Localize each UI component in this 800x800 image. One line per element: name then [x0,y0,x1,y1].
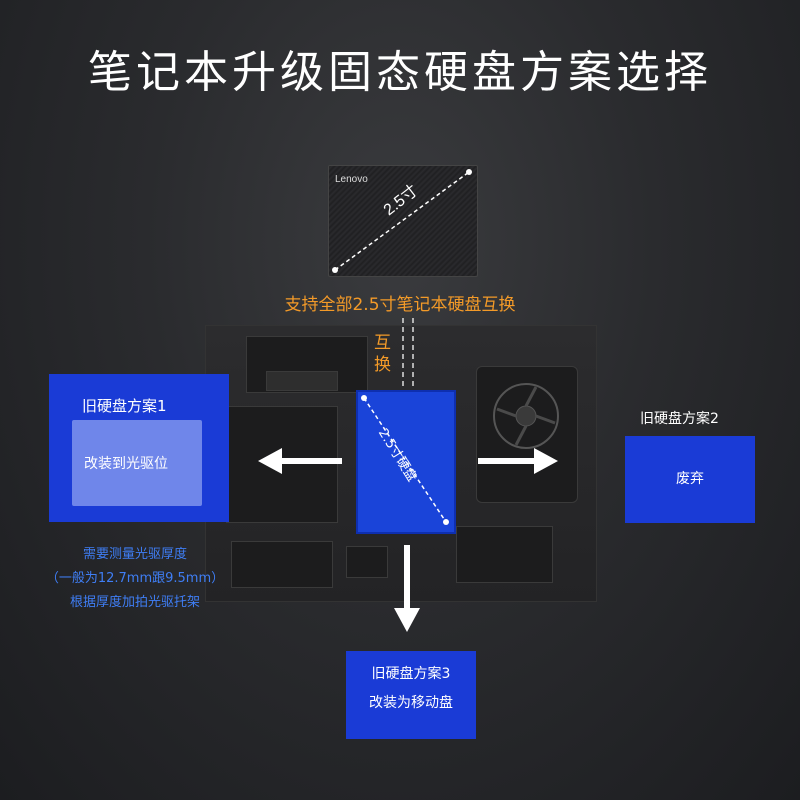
swap-dashed-line [402,318,414,396]
swap-label: 互换 [374,333,391,375]
option3-action-label: 改装为移动盘 [369,695,453,711]
wifi-card [231,541,333,588]
option1-notes: 需要测量光驱厚度 （一般为12.7mm跟9.5mm） 根据厚度加拍光驱托架 [20,543,250,615]
cooling-fan-area [476,366,578,503]
compatibility-label: 支持全部2.5寸笔记本硬盘互换 [284,295,516,315]
option2-box [625,436,755,523]
hdd-diagonal-line [361,395,449,525]
fan-icon [493,383,559,449]
option3-box [346,651,476,739]
left-arrow-head [258,448,282,474]
laptop-label-sticker [266,371,338,391]
page-title: 笔记本升级固态硬盘方案选择 [88,47,712,98]
option2-action-label: 废弃 [676,471,704,487]
option1-note-line: 根据厚度加拍光驱托架 [69,595,200,610]
ssd-image: Lenovo 2.5寸 [328,165,478,277]
option1-action-box [72,420,202,506]
down-arrow-head [394,608,420,632]
ram-slot [456,526,553,583]
old-hdd-image: 2.5寸硬盘 [356,390,456,534]
option1-note-line: （一般为12.7mm跟9.5mm） [45,571,225,586]
ssd-brand-label: Lenovo [335,174,368,185]
option3-title: 旧硬盘方案3 [371,666,451,682]
connector [346,546,388,578]
ssd-diagonal-line [332,169,472,273]
option2-title: 旧硬盘方案2 [640,411,719,427]
option1-action-label: 改装到光驱位 [84,456,168,472]
option1-title: 旧硬盘方案1 [82,397,167,415]
option1-note-line: 需要测量光驱厚度 [82,547,187,562]
right-arrow-head [534,448,558,474]
